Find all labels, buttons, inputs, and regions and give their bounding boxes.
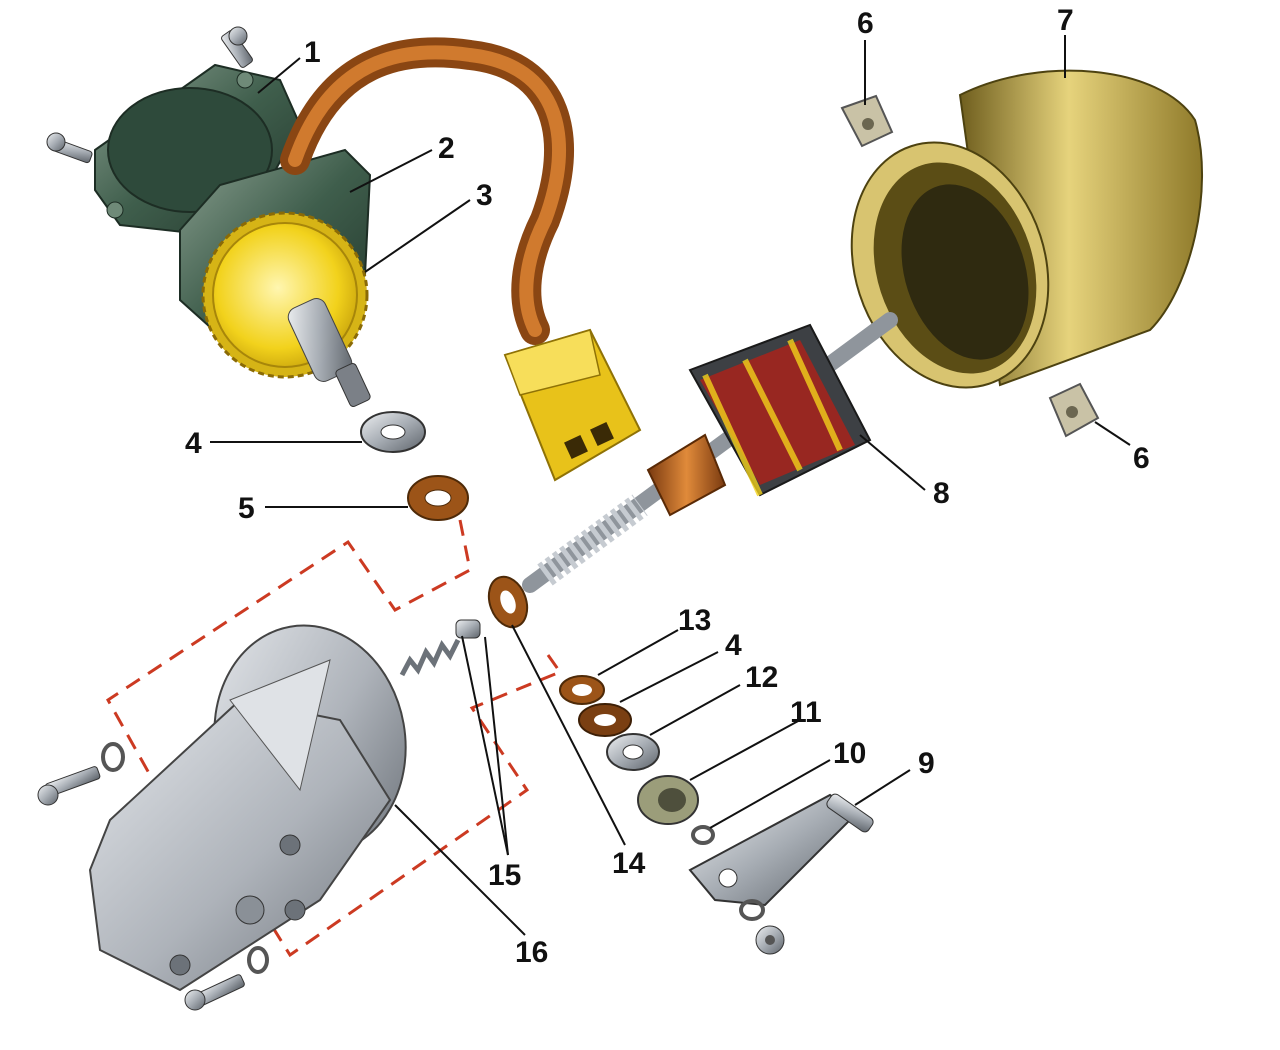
magnet-clip-bottom [1048, 382, 1100, 438]
washer-4-lower [578, 703, 632, 737]
washer-12 [606, 733, 660, 771]
driven-gear [201, 211, 371, 407]
callout-16: 16 [515, 936, 548, 969]
stator-housing [850, 69, 1204, 389]
textolite-washer-upper [407, 475, 469, 521]
gearbox-housing [88, 624, 407, 992]
crank-9 [688, 793, 874, 955]
bushing-11 [637, 775, 699, 825]
assembly-guide-lines [106, 519, 563, 958]
steel-washer-upper [360, 411, 426, 453]
callout-11: 11 [790, 696, 822, 729]
wire-connector [503, 328, 642, 482]
callout-14: 14 [612, 847, 646, 880]
leader-lines [210, 35, 1131, 936]
thrust-spring [399, 638, 461, 677]
callout-labels: 1 2 3 4 5 6 6 7 8 9 10 11 12 4 13 14 15 … [185, 4, 1150, 969]
callout-5: 5 [238, 492, 255, 525]
callout-10: 10 [833, 737, 866, 770]
callout-13: 13 [678, 604, 711, 637]
callout-12: 12 [745, 661, 778, 694]
armature [522, 312, 898, 593]
callout-6-top: 6 [857, 7, 874, 40]
textolite-washer-armature [487, 575, 529, 629]
callout-7: 7 [1057, 4, 1074, 37]
callout-1: 1 [304, 36, 321, 69]
callout-15: 15 [488, 859, 521, 892]
spring-washer-10 [691, 825, 715, 845]
callout-6-bottom: 6 [1133, 442, 1150, 475]
callout-9: 9 [918, 747, 935, 780]
cover-screw-top [221, 26, 253, 68]
callout-8: 8 [933, 477, 950, 510]
housing-bolt-bottom [184, 946, 269, 1011]
cover-screw-left [46, 132, 93, 164]
callout-4-lower: 4 [725, 629, 742, 662]
housing-bolt-left [37, 742, 125, 806]
washer-13 [559, 675, 605, 705]
magnet-clip-top [840, 94, 894, 148]
thrust-stop [455, 619, 481, 639]
callout-3: 3 [476, 179, 493, 212]
callout-2: 2 [438, 132, 455, 165]
callout-4-upper: 4 [185, 427, 202, 460]
